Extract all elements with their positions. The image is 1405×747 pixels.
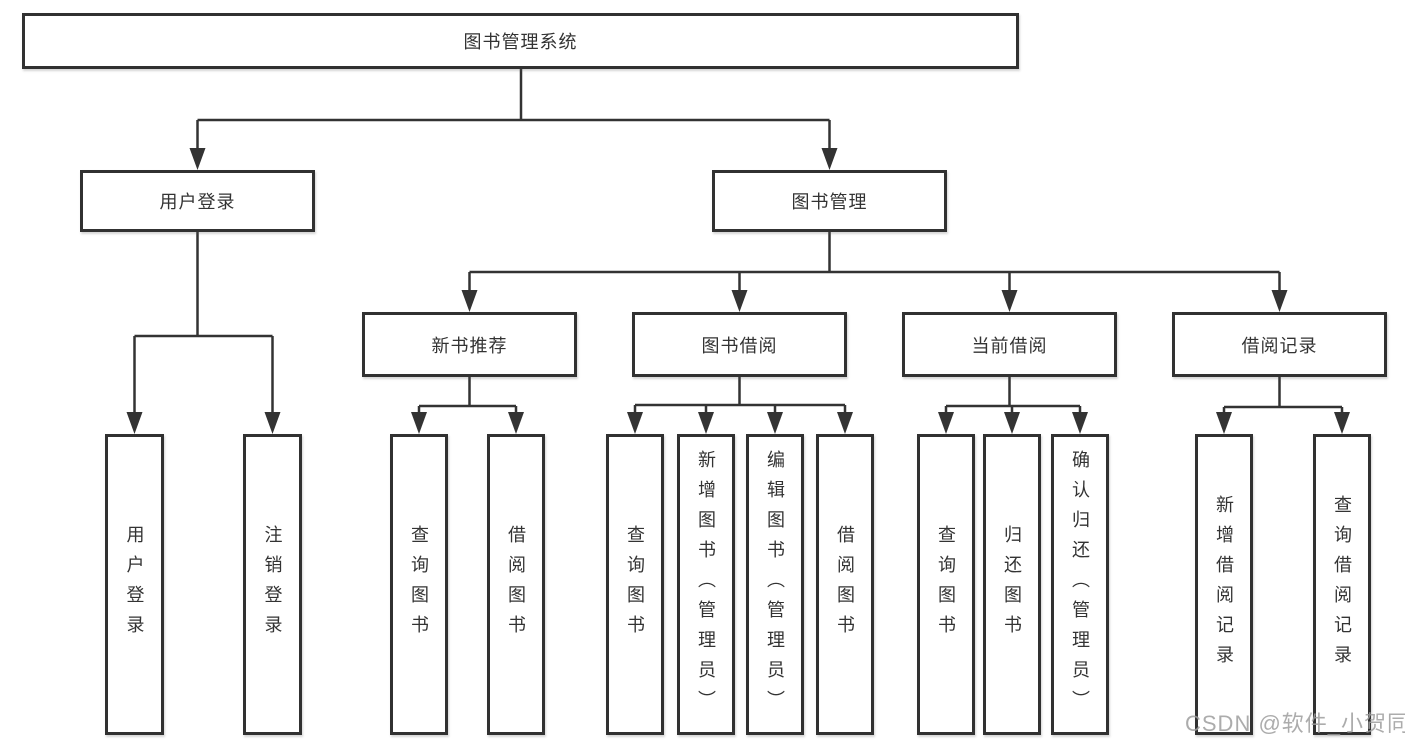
leaf-cb-confirm-return-admin-label: 确认归还（管理员） xyxy=(1070,449,1090,720)
leaf-bb-add-book-admin: 新增图书（管理员） xyxy=(677,434,735,735)
leaf-nb-borrow-book: 借阅图书 xyxy=(487,434,545,735)
node-new-book-recommendation: 新书推荐 xyxy=(362,312,577,377)
leaf-bb-add-book-admin-label: 新增图书（管理员） xyxy=(696,449,716,720)
leaf-cb-query-book: 查询图书 xyxy=(917,434,975,735)
node-book-borrowing: 图书借阅 xyxy=(632,312,847,377)
node-root-label: 图书管理系统 xyxy=(463,32,578,52)
node-new-book-recommendation-label: 新书推荐 xyxy=(431,335,508,356)
leaf-nb-borrow-book-label: 借阅图书 xyxy=(506,524,526,645)
leaf-br-add-record: 新增借阅记录 xyxy=(1195,434,1253,735)
node-user-login: 用户登录 xyxy=(80,170,315,232)
leaf-bb-query-book: 查询图书 xyxy=(606,434,664,735)
leaf-cb-return-book: 归还图书 xyxy=(983,434,1041,735)
leaf-logout: 注销登录 xyxy=(243,434,302,735)
leaf-br-query-record-label: 查询借阅记录 xyxy=(1332,494,1352,675)
node-current-borrowing-label: 当前借阅 xyxy=(971,335,1048,356)
node-book-borrowing-label: 图书借阅 xyxy=(701,335,778,356)
leaf-cb-return-book-label: 归还图书 xyxy=(1002,524,1022,645)
leaf-user-login-label: 用户登录 xyxy=(124,524,145,645)
leaf-bb-borrow-book: 借阅图书 xyxy=(816,434,874,735)
leaf-cb-query-book-label: 查询图书 xyxy=(936,524,956,645)
leaf-nb-query-book: 查询图书 xyxy=(390,434,448,735)
leaf-br-add-record-label: 新增借阅记录 xyxy=(1214,494,1234,675)
node-root: 图书管理系统 xyxy=(22,13,1019,69)
node-user-login-label: 用户登录 xyxy=(159,192,236,212)
node-book-management: 图书管理 xyxy=(712,170,947,232)
node-borrowing-records-label: 借阅记录 xyxy=(1241,335,1318,356)
leaf-user-login: 用户登录 xyxy=(105,434,164,735)
leaf-logout-label: 注销登录 xyxy=(262,524,283,645)
leaf-bb-borrow-book-label: 借阅图书 xyxy=(835,524,855,645)
node-current-borrowing: 当前借阅 xyxy=(902,312,1117,377)
leaf-bb-query-book-label: 查询图书 xyxy=(625,524,645,645)
leaf-bb-edit-book-admin-label: 编辑图书（管理员） xyxy=(765,449,785,720)
node-book-management-label: 图书管理 xyxy=(791,192,868,212)
leaf-br-query-record: 查询借阅记录 xyxy=(1313,434,1371,735)
leaf-nb-query-book-label: 查询图书 xyxy=(409,524,429,645)
leaf-bb-edit-book-admin: 编辑图书（管理员） xyxy=(746,434,804,735)
node-borrowing-records: 借阅记录 xyxy=(1172,312,1387,377)
leaf-cb-confirm-return-admin: 确认归还（管理员） xyxy=(1051,434,1109,735)
